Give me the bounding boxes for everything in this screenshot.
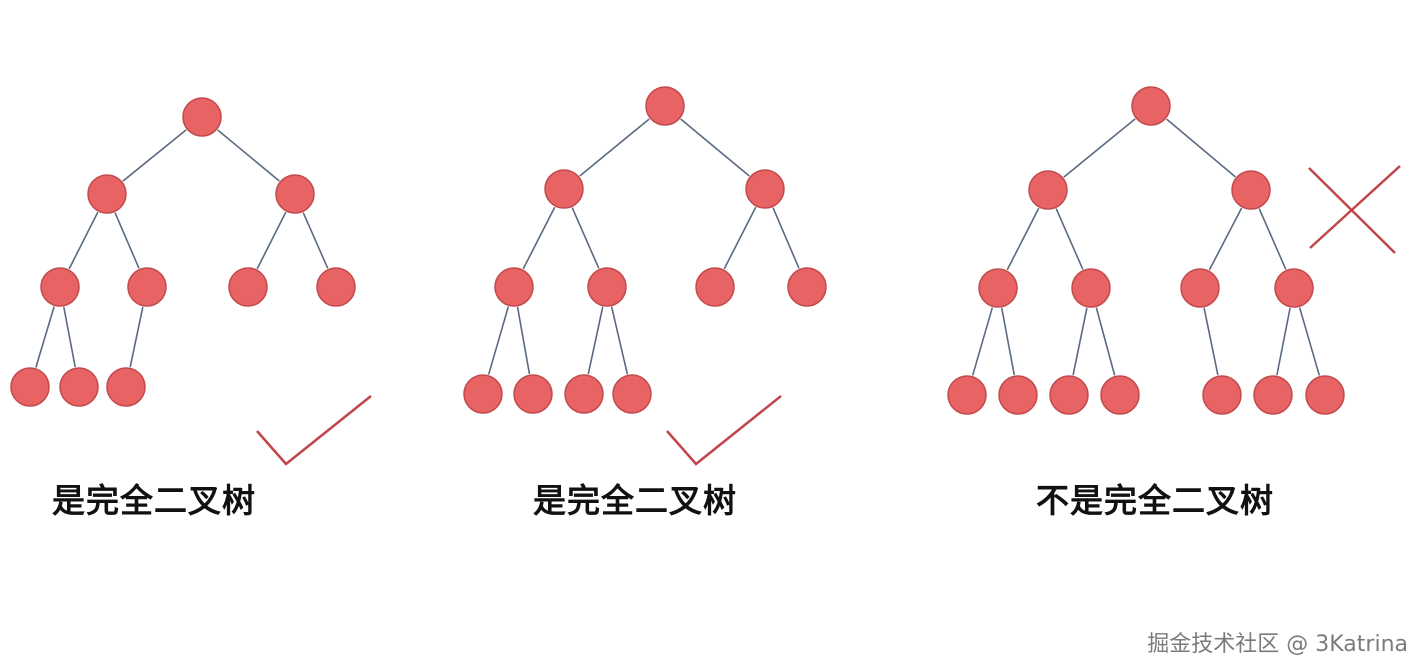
tree-node	[695, 267, 735, 307]
tree-edge	[1095, 307, 1116, 376]
tree-edge	[1258, 208, 1287, 270]
tree-3	[947, 86, 1401, 415]
tree-node	[10, 367, 50, 407]
tree-1	[10, 97, 372, 466]
tree-edge	[114, 212, 140, 269]
tree-node	[275, 174, 315, 214]
tree-edge	[680, 118, 750, 177]
tree-node	[513, 374, 553, 414]
tree-node	[316, 267, 356, 307]
tree-2-caption: 是完全二叉树	[533, 481, 737, 520]
tree-edge	[1055, 208, 1084, 270]
tree-edge	[1299, 307, 1320, 376]
tree-node	[564, 374, 604, 414]
tree-edge	[256, 211, 287, 270]
tree-node	[787, 267, 827, 307]
tree-node	[59, 367, 99, 407]
tree-node	[127, 267, 167, 307]
tree-node	[1049, 375, 1089, 415]
tree-2	[463, 86, 827, 466]
tree-edge	[488, 306, 509, 375]
tree-node	[1274, 268, 1314, 308]
tree-edge	[571, 207, 600, 269]
tree-node	[544, 169, 584, 209]
tree-node	[228, 267, 268, 307]
tree-node	[1202, 375, 1242, 415]
tree-edge	[1276, 307, 1291, 376]
tree-node	[87, 174, 127, 214]
tree-edge	[302, 212, 329, 269]
check-mark-icon	[256, 395, 372, 466]
tree-1-caption: 是完全二叉树	[52, 481, 256, 520]
tree-node	[182, 97, 222, 137]
tree-edge	[1208, 207, 1243, 271]
tree-node	[106, 367, 146, 407]
watermark: 掘金技术社区 @ 3Katrina	[1147, 632, 1408, 657]
tree-node	[612, 374, 652, 414]
tree-edge	[63, 306, 76, 368]
tree-edge	[1166, 118, 1236, 178]
tree-node	[978, 268, 1018, 308]
tree-edge	[1203, 307, 1219, 376]
tree-node	[463, 374, 503, 414]
tree-node	[947, 375, 987, 415]
tree-edge	[1006, 207, 1040, 271]
tree-node	[1253, 375, 1293, 415]
tree-edge	[1072, 307, 1088, 376]
tree-node	[587, 267, 627, 307]
tree-edge	[587, 306, 604, 375]
tree-edge	[68, 211, 99, 270]
tree-edge	[972, 307, 993, 376]
tree-node	[1100, 375, 1140, 415]
tree-edge	[610, 306, 629, 375]
tree-node	[645, 86, 685, 126]
cross-mark-icon	[1309, 165, 1401, 249]
tree-edge	[122, 129, 187, 182]
tree-edge	[1001, 307, 1015, 376]
tree-3-caption: 不是完全二叉树	[1036, 481, 1274, 520]
tree-edge	[579, 118, 650, 177]
tree-edge	[129, 306, 144, 368]
tree-node	[998, 375, 1038, 415]
tree-edge	[772, 207, 800, 269]
tree-node	[1131, 86, 1171, 126]
check-mark-icon	[666, 395, 782, 466]
tree-edge	[522, 206, 556, 270]
tree-edge	[217, 129, 280, 182]
tree-node	[494, 267, 534, 307]
tree-node	[40, 267, 80, 307]
tree-node	[1305, 375, 1345, 415]
tree-edge	[35, 306, 55, 368]
tree-node	[1231, 170, 1271, 210]
tree-edge	[516, 306, 531, 375]
tree-node	[1071, 268, 1111, 308]
tree-node	[1180, 268, 1220, 308]
tree-edge	[723, 206, 757, 270]
tree-edge	[1063, 118, 1136, 178]
tree-node	[745, 169, 785, 209]
tree-node	[1028, 170, 1068, 210]
